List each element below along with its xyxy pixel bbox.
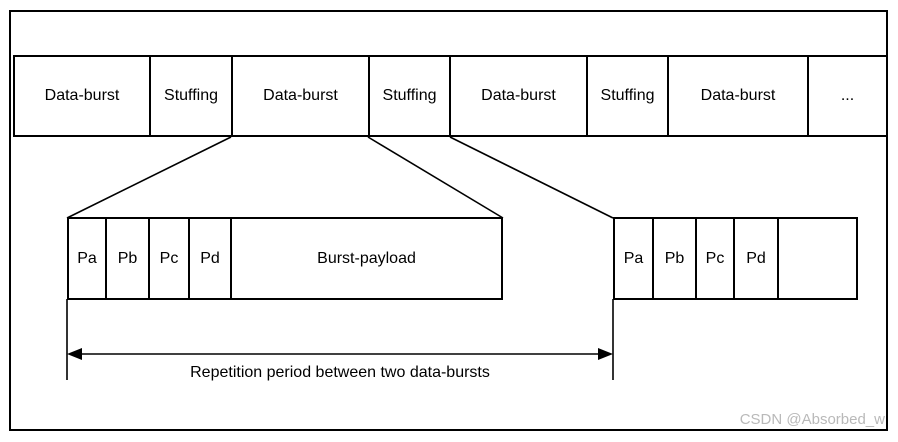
cell-pd: Pd bbox=[733, 219, 777, 298]
burst-detail-next: Pa Pb Pc Pd bbox=[613, 217, 858, 300]
cell-empty bbox=[777, 219, 856, 298]
segment-stuffing-2: Stuffing bbox=[368, 57, 449, 135]
segment-stuffing-1: Stuffing bbox=[149, 57, 231, 135]
cell-pa: Pa bbox=[623, 249, 644, 267]
cell-pb: Pb bbox=[652, 219, 695, 298]
repetition-period-label: Repetition period between two data-burst… bbox=[190, 364, 490, 381]
cell-pa: Pa bbox=[77, 249, 97, 267]
burst-detail-first: Pa Pb Pc Pd Burst-payload bbox=[67, 217, 503, 300]
cell-pb: Pb bbox=[105, 219, 148, 298]
segment-stuffing-3: Stuffing bbox=[586, 57, 667, 135]
segment-data-burst-3: Data-burst bbox=[449, 57, 586, 135]
cell-burst-payload: Burst-payload bbox=[230, 219, 501, 298]
diagram-frame bbox=[9, 10, 888, 431]
segment-data-burst-2: Data-burst bbox=[231, 57, 368, 135]
cell-pc: Pc bbox=[695, 219, 733, 298]
cell-pd: Pd bbox=[188, 219, 230, 298]
segment-data-burst-4: Data-burst bbox=[667, 57, 807, 135]
segment-ellipsis: ... bbox=[807, 57, 886, 135]
segment-data-burst-1: Data-burst bbox=[44, 87, 120, 104]
cell-pc: Pc bbox=[148, 219, 188, 298]
watermark: CSDN @Absorbed_w bbox=[739, 411, 885, 428]
burst-stream-row: Data-burst Stuffing Data-burst Stuffing … bbox=[13, 55, 888, 137]
